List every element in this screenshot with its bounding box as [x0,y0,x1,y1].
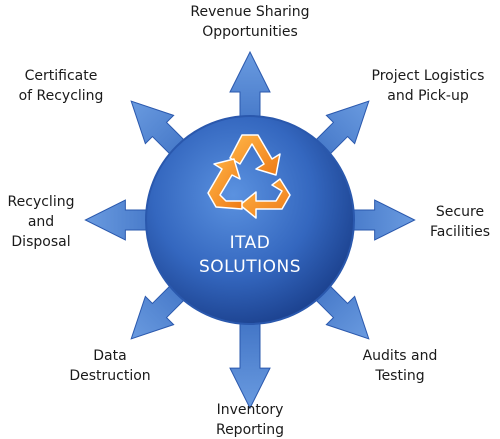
label-recycling-line1: Recycling [7,194,75,210]
label-revenue-line2: Opportunities [202,24,298,40]
label-recycling-disposal: Recycling and Disposal [0,192,82,252]
label-certificate-line2: of Recycling [18,88,104,104]
label-revenue-sharing: Revenue Sharing Opportunities [180,2,320,42]
label-inventory-line1: Inventory [216,402,284,418]
label-logistics-line1: Project Logistics [371,68,485,84]
label-destruction-line1: Data [93,348,127,364]
center-title-line2: SOLUTIONS [198,257,302,277]
label-destruction-line2: Destruction [69,368,151,384]
label-audits-line1: Audits and [362,348,438,364]
recycle-icon [207,134,291,219]
label-recycling-line3: Disposal [11,234,71,250]
label-inventory-line2: Reporting [215,422,285,438]
label-secure-facilities: Secure Facilities [420,202,500,242]
label-certificate-recycling: Certificate of Recycling [6,66,116,106]
label-project-logistics: Project Logistics and Pick-up [358,66,498,106]
label-logistics-line2: and Pick-up [387,88,469,104]
center-circle [145,115,355,325]
label-inventory-reporting: Inventory Reporting [190,400,310,439]
label-revenue-line1: Revenue Sharing [190,4,310,20]
label-recycling-line2: and [27,214,55,230]
label-secure-line1: Secure [435,204,485,220]
label-certificate-line1: Certificate [24,68,98,84]
label-data-destruction: Data Destruction [58,346,162,386]
center-title-line1: ITAD [229,233,271,253]
label-secure-line2: Facilities [430,224,490,240]
label-audits-line2: Testing [375,368,425,384]
label-audits-testing: Audits and Testing [350,346,450,386]
